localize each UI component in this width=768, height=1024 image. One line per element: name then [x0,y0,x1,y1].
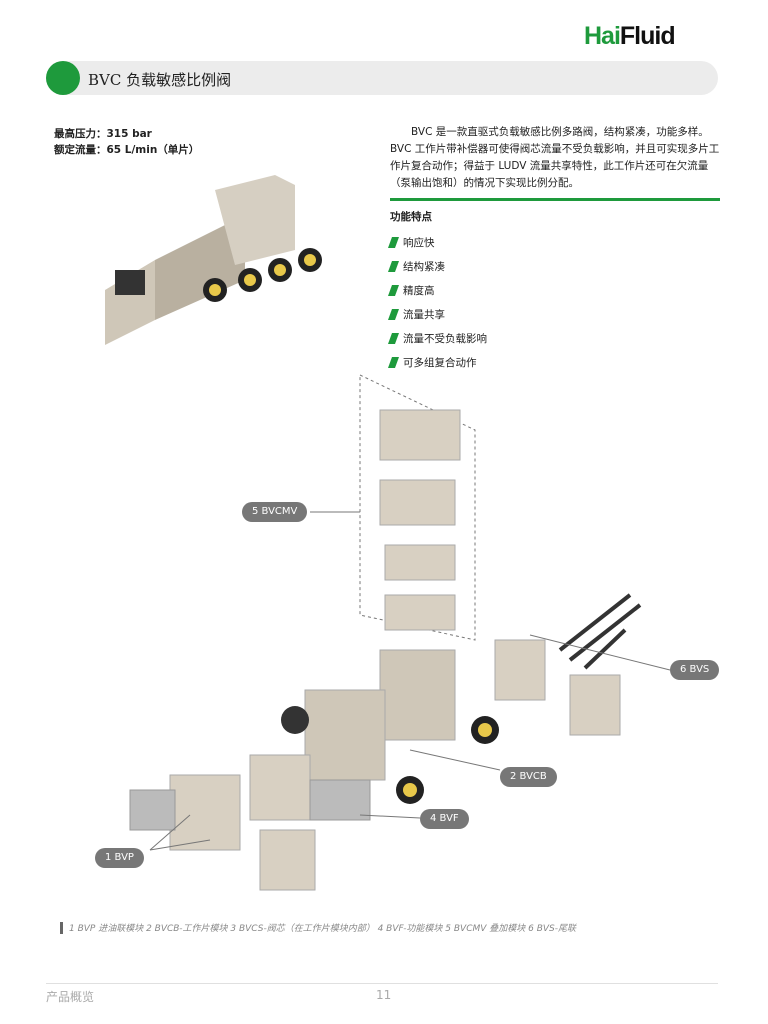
green-dot-icon [46,61,80,95]
assembled-valve-image [105,175,322,345]
description: BVC 是一款直驱式负载敏感比例多路阀，结构紧凑，功能多样。BVC 工作片带补偿… [390,126,720,189]
figure-caption: 1 BVP 进油联模块 2 BVCB-工作片模块 3 BVCS-阀芯（在工作片模… [60,921,576,934]
section-title-bar: BVC 负载敏感比例阀 [46,61,718,95]
features-heading: 功能特点 [390,211,432,223]
specs: 最高压力：315 bar 额定流量：65 L/min（单片） [54,126,199,158]
feature-item: 可多组复合动作 [387,350,487,374]
rated-flow: 额定流量：65 L/min（单片） [54,144,200,156]
bullet-icon [387,356,400,368]
feature-item: 流量共享 [387,302,487,326]
haifluid-logo: HaiFluid [584,22,676,50]
label-bvp: 1 BVP [95,848,144,868]
exploded-view-image [129,374,671,891]
label-bvcmv: 5 BVCMV [242,502,308,522]
divider [390,198,720,201]
label-bvf: 4 BVF [420,809,469,829]
footer: 产品概览 11 [46,983,718,1005]
feature-item: 结构紧凑 [387,254,487,278]
page-title: BVC 负载敏感比例阀 [88,71,232,89]
caption-bar [60,921,63,934]
bullet-icon [387,260,400,272]
features-list: 响应快 结构紧凑 精度高 流量共享 流量不受负载影响 可多组复合动作 [387,230,487,374]
bullet-icon [387,236,400,248]
bullet-icon [387,284,400,296]
footer-section: 产品概览 [46,990,95,1004]
feature-item: 响应快 [387,230,487,254]
page-number: 11 [376,988,392,1002]
bullet-icon [387,308,400,320]
feature-item: 流量不受负载影响 [387,326,487,350]
label-bvcb: 2 BVCB [500,767,557,787]
bullet-icon [387,332,400,344]
feature-item: 精度高 [387,278,487,302]
max-pressure: 最高压力：315 bar [54,128,152,140]
label-bvs: 6 BVS [670,660,720,680]
